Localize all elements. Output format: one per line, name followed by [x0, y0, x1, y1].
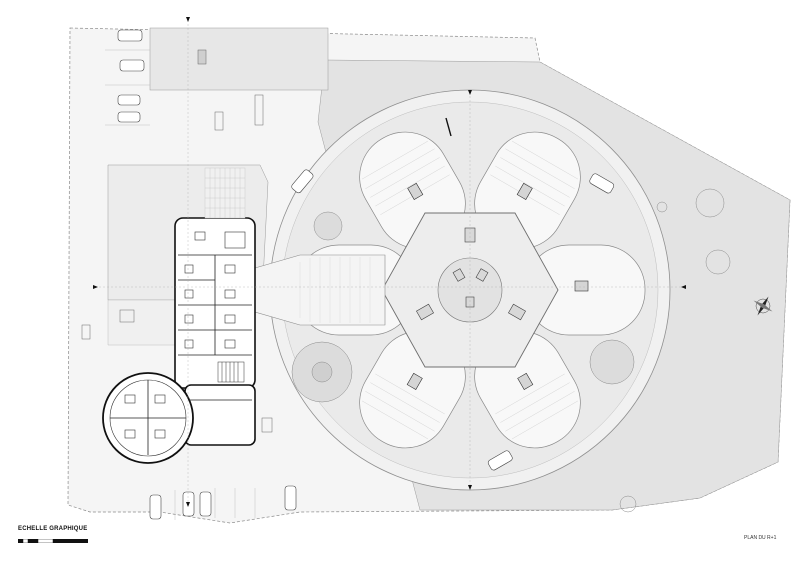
office-block-lower [184, 384, 256, 446]
north-arrow-icon [753, 296, 773, 316]
cars [117, 29, 615, 520]
parking-area-top [149, 27, 329, 91]
scale-bar [18, 539, 88, 543]
office-building [102, 217, 256, 464]
partitions [110, 254, 252, 455]
entry-plaza [204, 167, 246, 219]
furniture [124, 231, 246, 439]
section-arrow-icon [93, 17, 686, 507]
trees [291, 188, 731, 513]
parking-lines [105, 49, 256, 520]
lawn-left-lower [107, 299, 181, 346]
wing-skylights [406, 182, 589, 390]
plan-title: PLAN DU R+1 [744, 535, 777, 541]
stairs [217, 361, 245, 383]
site-details [81, 49, 452, 433]
scale-title: ECHELLE GRAPHIQUE [18, 526, 88, 532]
section-lines [95, 20, 685, 505]
corridor-hatching [299, 257, 371, 323]
